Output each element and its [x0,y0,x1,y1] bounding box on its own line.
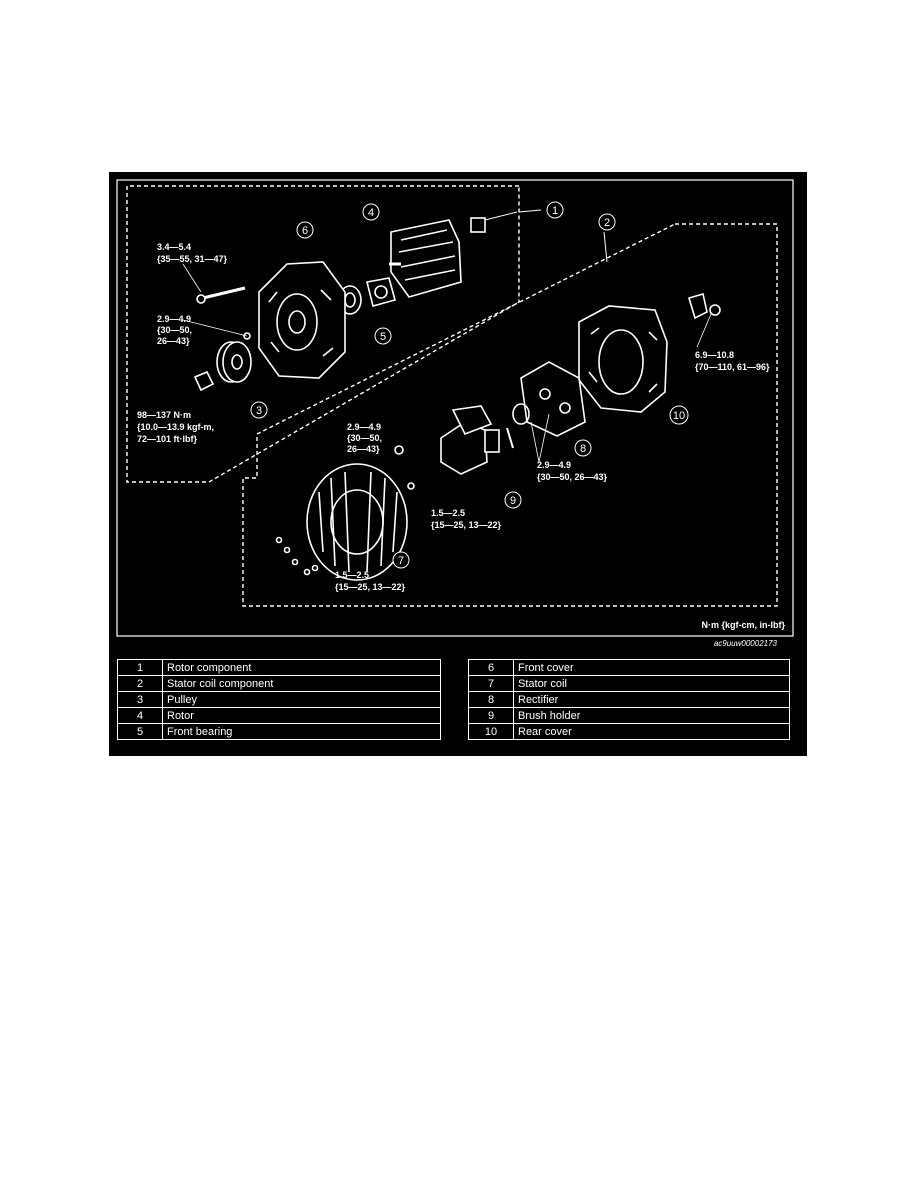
svg-text:8: 8 [580,443,586,455]
stator-screws [275,536,319,576]
svg-text:26—43}: 26—43} [347,444,380,454]
svg-text:{30—50,: {30—50, [157,325,192,335]
svg-text:6: 6 [302,225,308,237]
svg-text:5: 5 [380,331,386,343]
units-note: N·m {kgf-cm, in-lbf} [701,620,785,630]
svg-text:1: 1 [552,205,558,217]
callout-7: 7 [392,551,410,569]
callout-5: 5 [374,327,392,345]
stator-component-boundary [242,223,778,607]
svg-text:1.5—2.5: 1.5—2.5 [335,570,369,580]
svg-text:7: 7 [398,555,404,567]
torque-label-front-cover-screw: 2.9—4.9 {30—50, 26—43} [157,314,192,346]
callout-3: 3 [250,401,268,419]
torque-label-stator-screw: 1.5—2.5 {15—25, 13—22} [335,570,406,592]
svg-text:{30—50, 26—43}: {30—50, 26—43} [537,472,608,482]
torque-label-pulley-nut: 98—137 N·m {10.0—13.9 kgf-m, 72—101 ft·l… [137,410,214,444]
front-cover-part [258,261,346,379]
svg-text:{30—50,: {30—50, [347,433,382,443]
torque-label-rectifier-screw: 2.9—4.9 {30—50, 26—43} [537,460,608,482]
svg-text:72—101 ft·lbf}: 72—101 ft·lbf} [137,434,198,444]
image-code: ac9uuw00002173 [714,639,778,648]
svg-text:3: 3 [256,405,262,417]
callout-6: 6 [296,221,314,239]
callout-8: 8 [574,439,592,457]
alternator-exploded-diagram: 1 2 3 4 5 6 7 8 9 10 3.4—5.4 {35—55, 31—… [116,179,794,648]
svg-text:98—137 N·m: 98—137 N·m [137,410,191,420]
svg-text:4: 4 [368,207,374,219]
svg-text:10: 10 [673,410,685,422]
torque-label-brush-small-screw: 1.5—2.5 {15—25, 13—22} [431,508,502,530]
rectifier-part [512,361,586,437]
torque-label-terminal-nut: 6.9—10.8 {70—110, 61—96} [695,350,770,372]
svg-text:26—43}: 26—43} [157,336,190,346]
front-cover-bolt [202,286,246,300]
svg-text:9: 9 [510,495,516,507]
svg-text:{70—110, 61—96}: {70—110, 61—96} [695,362,770,372]
svg-text:2.9—4.9: 2.9—4.9 [537,460,571,470]
callout-9: 9 [504,491,522,509]
callout-1: 1 [546,201,564,219]
front-bearing-part [338,277,396,315]
svg-text:6.9—10.8: 6.9—10.8 [695,350,734,360]
rotor-part [389,211,518,298]
rotor-component-boundary [126,185,520,483]
diagram-frame [116,179,794,637]
svg-text:2: 2 [604,217,610,229]
svg-text:1.5—2.5: 1.5—2.5 [431,508,465,518]
callout-2: 2 [598,213,616,231]
svg-text:{10.0—13.9 kgf-m,: {10.0—13.9 kgf-m, [137,422,214,432]
svg-text:{35—55, 31—47}: {35—55, 31—47} [157,254,228,264]
svg-text:{15—25, 13—22}: {15—25, 13—22} [431,520,502,530]
svg-text:2.9—4.9: 2.9—4.9 [157,314,191,324]
torque-label-brush-screw: 2.9—4.9 {30—50, 26—43} [347,422,382,454]
torque-label-front-cover-bolt: 3.4—5.4 {35—55, 31—47} [157,242,228,264]
callout-10: 10 [669,405,689,425]
brush-holder-part [440,405,514,475]
svg-text:{15—25, 13—22}: {15—25, 13—22} [335,582,406,592]
pulley-part [193,341,252,392]
callout-4: 4 [362,203,380,221]
exploded-view-figure: 1 2 3 4 5 6 7 8 9 10 3.4—5.4 {35—55, 31—… [109,172,807,756]
rear-cover-part [578,292,721,413]
svg-text:2.9—4.9: 2.9—4.9 [347,422,381,432]
svg-text:3.4—5.4: 3.4—5.4 [157,242,191,252]
stator-coil-part [306,463,408,581]
